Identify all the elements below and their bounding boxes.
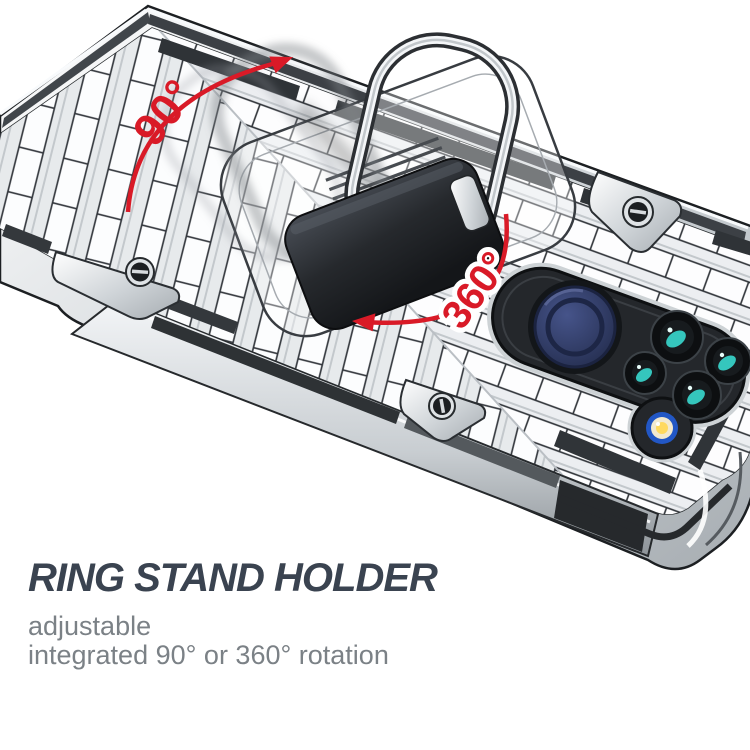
camera-flash xyxy=(646,412,678,444)
camera-module xyxy=(487,262,750,463)
phone-case xyxy=(0,4,750,571)
arrowhead-icon xyxy=(269,56,293,74)
screw-plate-top-right xyxy=(588,170,683,253)
ring-hinge xyxy=(449,174,490,232)
rotation-90-arrow xyxy=(125,60,277,213)
camera-lens xyxy=(650,310,704,364)
camera-lens xyxy=(672,370,722,420)
ring-stand-pad xyxy=(284,157,505,330)
screw-plate-bottom-mid xyxy=(399,378,487,442)
screw-icon xyxy=(428,392,456,420)
screw-icon xyxy=(125,257,155,287)
caption-title: RING STAND HOLDER xyxy=(28,556,438,600)
arrowhead-icon xyxy=(352,313,376,332)
screw-icon xyxy=(622,196,654,228)
camera-lens xyxy=(623,351,667,395)
rotation-360-arrow xyxy=(363,213,509,325)
caption-line1: adjustable xyxy=(28,611,152,641)
caption-line2: integrated 90° or 360° rotation xyxy=(28,640,389,670)
screw-plate-bottom-left xyxy=(51,250,181,320)
caption-block: RING STAND HOLDER adjustable integrated … xyxy=(28,556,438,670)
camera-lens xyxy=(704,337,750,385)
fingerprint-sensor xyxy=(528,280,622,374)
